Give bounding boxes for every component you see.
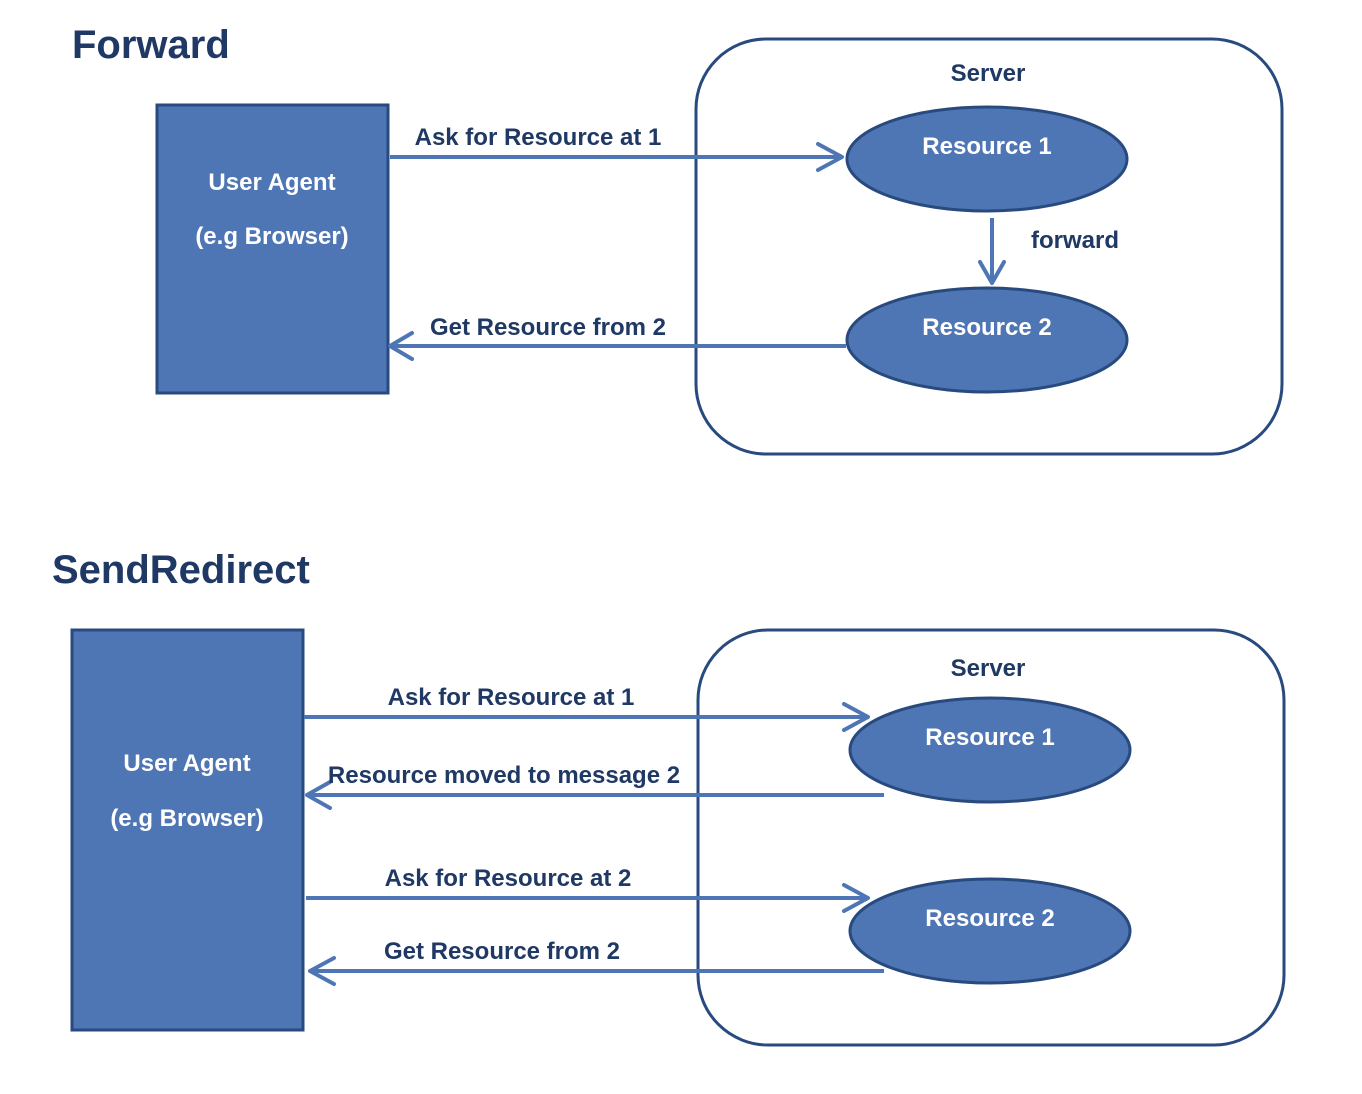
sendredirect-get-label: Get Resource from 2 bbox=[384, 938, 620, 965]
forward-get-arrow bbox=[388, 331, 846, 361]
forward-ask-label: Ask for Resource at 1 bbox=[415, 124, 662, 151]
forward-section: Forward User Agent (e.g Browser) Server … bbox=[72, 23, 1284, 456]
forward-server-label: Server bbox=[951, 60, 1026, 87]
sendredirect-ask2-arrow bbox=[306, 883, 870, 913]
sendredirect-server-label: Server bbox=[951, 655, 1026, 682]
sendredirect-user-agent-box bbox=[70, 628, 305, 1032]
sendredirect-ask1-label: Ask for Resource at 1 bbox=[388, 684, 635, 711]
sendredirect-moved-label: Resource moved to message 2 bbox=[328, 762, 680, 789]
sendredirect-ask1-arrow bbox=[304, 702, 870, 732]
sendredirect-title: SendRedirect bbox=[52, 548, 310, 592]
sendredirect-resource1-label: Resource 1 bbox=[925, 724, 1054, 751]
sendredirect-resource2-label: Resource 2 bbox=[925, 905, 1054, 932]
forward-internal-label: forward bbox=[1031, 227, 1119, 254]
sendredirect-ask2-label: Ask for Resource at 2 bbox=[385, 865, 632, 892]
forward-resource2-label: Resource 2 bbox=[922, 314, 1051, 341]
sendredirect-get-arrow bbox=[308, 956, 884, 986]
forward-title: Forward bbox=[72, 23, 230, 67]
forward-user-agent-box bbox=[155, 103, 390, 395]
sendredirect-user-agent-label: User Agent bbox=[123, 750, 250, 777]
forward-internal-arrow bbox=[978, 218, 1006, 285]
forward-ask-arrow bbox=[390, 142, 844, 172]
sendredirect-section: SendRedirect User Agent (e.g Browser) Se… bbox=[52, 548, 1286, 1047]
forward-server-box bbox=[694, 37, 1284, 456]
forward-resource1-label: Resource 1 bbox=[922, 133, 1051, 160]
forward-get-label: Get Resource from 2 bbox=[430, 314, 666, 341]
sendredirect-resource2-node bbox=[848, 877, 1132, 985]
sendredirect-user-agent-sublabel: (e.g Browser) bbox=[110, 805, 263, 832]
sendredirect-moved-arrow bbox=[305, 780, 884, 810]
forward-resource2-node bbox=[845, 286, 1129, 394]
sendredirect-server-box bbox=[696, 628, 1286, 1047]
sendredirect-resource1-node bbox=[848, 696, 1132, 804]
forward-user-agent-sublabel: (e.g Browser) bbox=[195, 223, 348, 250]
forward-user-agent-label: User Agent bbox=[208, 169, 335, 196]
forward-resource1-node bbox=[845, 105, 1129, 213]
